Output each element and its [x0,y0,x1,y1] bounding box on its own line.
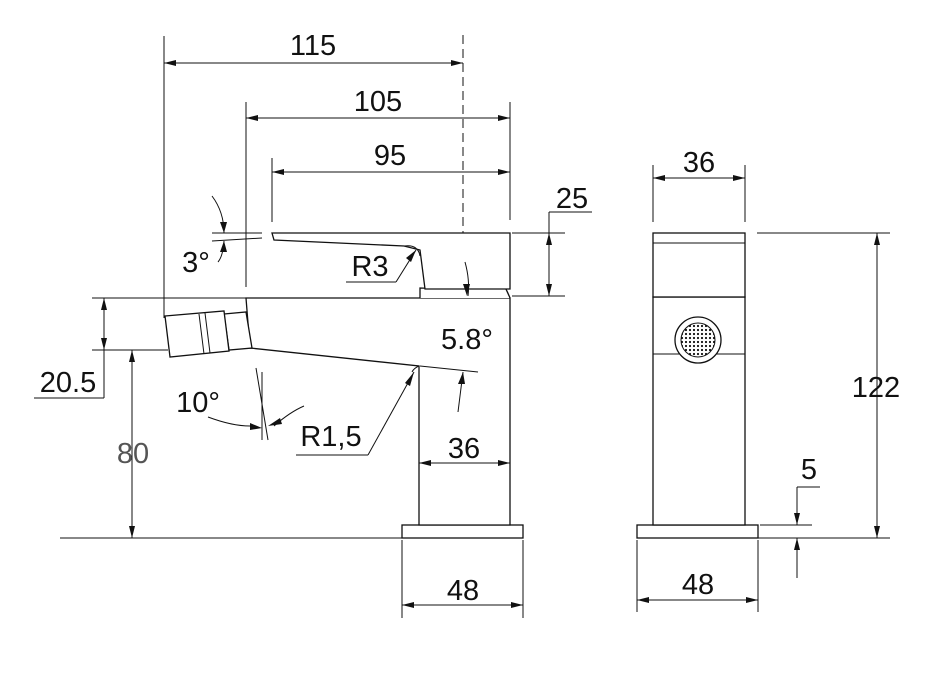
arrow-36-side-left [419,460,431,466]
arrow-80-bottom [129,526,135,538]
arrow-95-right [498,169,510,175]
arrow-48-front-right [746,597,758,603]
front-view: 36 122 5 48 [636,147,900,612]
arrow-20-5-bottom [101,338,107,350]
dim-nozzle-offset: 20.5 [40,367,96,399]
arrow-80-top [129,350,135,362]
arrow-25-top [546,233,552,245]
dim-body-width-front: 36 [683,147,715,179]
dim-lever-radius: R3 [351,251,388,283]
lever-handle [271,232,511,290]
lever-curve [403,245,421,257]
base-plate-side [401,524,524,539]
arrow-10-right [268,418,282,426]
arrow-r3 [406,250,416,262]
dim-nozzle-angle: 10° [176,387,220,419]
arrow-105-right [498,115,510,121]
arrow-115-right [451,60,463,66]
arrow-48-side-left [402,602,414,608]
dim-base-thickness: 5 [801,454,817,486]
dim-overall-reach: 115 [290,30,336,62]
dim-spout-radius: R1,5 [300,421,361,453]
lever-front [652,232,746,298]
side-view: 115 105 95 25 3° R3 [34,30,592,618]
leader-r1-5-diag [367,371,415,456]
arrow-5-top [794,513,800,525]
arrow-25-bottom [546,284,552,296]
arrow-115-left [164,60,176,66]
lever-top [271,232,511,290]
arrow-5-8-bottom [458,372,465,384]
dim-lever-angle: 3° [182,247,210,279]
arrow-5-bottom [794,538,800,550]
dim-lever-to-edge: 105 [354,86,402,118]
arrow-48-side-right [511,602,523,608]
arrow-95-left [272,169,284,175]
dim-body-width-side: 36 [448,433,480,465]
dim-base-width-side: 48 [447,575,479,607]
dim-lever-length: 95 [374,140,406,172]
arrow-36-front-left [653,175,665,181]
arrow-122-bottom [874,526,880,538]
arrow-r1-5 [405,372,414,386]
arrow-122-top [874,233,880,245]
dim-base-width-front: 48 [682,569,714,601]
nozzle-head [164,310,230,358]
arrow-5-8-top [463,284,470,296]
arrow-3deg-top [220,222,227,233]
dim-spout-angle: 5.8° [441,324,493,356]
lever-angle-ref-2 [211,237,263,242]
dim-total-height: 122 [852,372,900,404]
spout-tip-curve [411,365,420,373]
arrow-3deg-bottom [220,241,227,252]
nozzle-angle-arc [207,416,251,427]
spout-angle-ref [419,365,479,373]
arrow-10-left [250,423,262,430]
arrow-20-5-top [101,298,107,310]
nozzle-ring-1 [198,313,205,355]
nozzle-assembly [164,310,253,358]
arrow-36-side-right [498,460,510,466]
aerator-icon [674,316,722,364]
spout-angle-arc [464,261,470,297]
dim-nozzle-height: 80 [117,438,149,470]
arrow-36-front-right [733,175,745,181]
base-plate-front [636,524,759,539]
arrow-48-front-left [637,597,649,603]
nozzle-ring-2 [204,312,211,354]
dim-lever-height: 25 [556,183,588,215]
arrow-105-left [246,115,258,121]
